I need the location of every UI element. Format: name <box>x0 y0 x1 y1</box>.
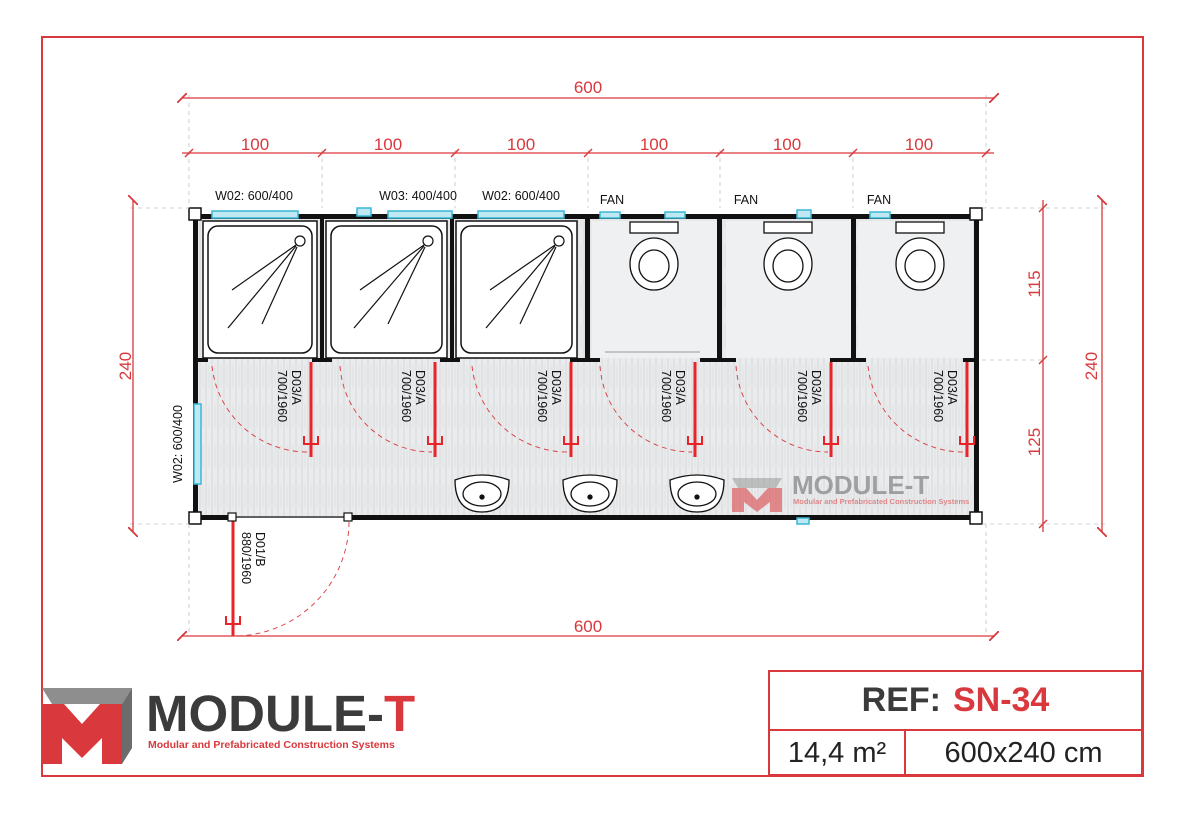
dim-overall-bottom: 600 <box>574 617 602 636</box>
fan-label-3: FAN <box>867 193 891 207</box>
title-block-specs-row: 14,4 m² 600x240 cm <box>770 731 1141 776</box>
window-label-1: W02: 600/400 <box>215 189 293 203</box>
ref-label: REF: <box>861 681 941 719</box>
drawing-frame <box>41 36 1144 777</box>
dimension-lines <box>133 98 1102 636</box>
svg-text:D03/A: D03/A <box>673 370 687 405</box>
door-label-entrance: D01/B 880/1960 <box>239 532 267 584</box>
svg-text:700/1960: 700/1960 <box>659 370 673 422</box>
window-markers <box>193 207 891 525</box>
washbasin-icons <box>454 474 725 513</box>
svg-text:700/1960: 700/1960 <box>795 370 809 422</box>
dim-module-1: 100 <box>241 135 269 154</box>
watermark-logo-icon <box>732 478 782 512</box>
svg-text:700/1960: 700/1960 <box>931 370 945 422</box>
dim-height-upper: 115 <box>1025 270 1044 297</box>
interior-doors <box>231 362 969 636</box>
shower-head-icons <box>227 235 565 329</box>
area-value: 14,4 m² <box>770 731 906 776</box>
watermark: MODULE-T Modular and Prefabricated Const… <box>732 470 969 512</box>
svg-text:700/1960: 700/1960 <box>275 370 289 422</box>
watermark-tagline: Modular and Prefabricated Construction S… <box>793 497 969 506</box>
entrance-door-frame <box>227 512 353 522</box>
toilet-icons <box>629 221 945 291</box>
svg-text:D01/B: D01/B <box>253 532 267 567</box>
svg-text:700/1960: 700/1960 <box>535 370 549 422</box>
window-label-2: W03: 400/400 <box>379 189 457 203</box>
door-label-4: D03/A 700/1960 <box>659 370 687 422</box>
dim-module-2: 100 <box>374 135 402 154</box>
window-label-3: W02: 600/400 <box>482 189 560 203</box>
ref-value: SN-34 <box>952 681 1050 719</box>
door-handle-icons <box>225 436 975 630</box>
door-label-2: D03/A 700/1960 <box>399 370 427 422</box>
fan-label-1: FAN <box>600 193 624 207</box>
size-value: 600x240 cm <box>944 737 1103 769</box>
partition-walls <box>198 219 975 362</box>
svg-text:D03/A: D03/A <box>549 370 563 405</box>
svg-text:700/1960: 700/1960 <box>399 370 413 422</box>
logo-wordmark: MODULE-T <box>146 688 415 739</box>
dimension-ticks <box>184 148 1048 529</box>
dim-height-right: 240 <box>1082 352 1101 380</box>
dim-module-4: 100 <box>640 135 668 154</box>
watermark-brand: MODULE-T <box>792 470 929 500</box>
window-label-side: W02: 600/400 <box>171 405 185 483</box>
logo-wordmark-main: MODULE- <box>146 685 384 742</box>
svg-text:880/1960: 880/1960 <box>239 532 253 584</box>
fan-label-2: FAN <box>734 193 758 207</box>
dim-module-6: 100 <box>905 135 933 154</box>
svg-text:D03/A: D03/A <box>413 370 427 405</box>
outer-walls <box>193 214 979 520</box>
logo-wordmark-t: T <box>383 685 416 742</box>
svg-text:D03/A: D03/A <box>945 370 959 405</box>
title-block: REF: SN-34 14,4 m² 600x240 cm <box>768 670 1143 776</box>
title-block-ref-row: REF: SN-34 <box>770 672 1141 731</box>
dim-module-5: 100 <box>773 135 801 154</box>
door-label-3: D03/A 700/1960 <box>535 370 563 422</box>
logo-tagline: Modular and Prefabricated Construction S… <box>148 739 395 751</box>
extension-lines <box>130 95 1105 636</box>
door-label-1: D03/A 700/1960 <box>275 370 303 422</box>
door-label-6: D03/A 700/1960 <box>931 370 959 422</box>
shower-cabins <box>202 220 578 359</box>
logo-icon <box>42 688 132 764</box>
dim-module-3: 100 <box>507 135 535 154</box>
dim-height-left: 240 <box>116 352 135 380</box>
dim-overall-top: 600 <box>574 78 602 97</box>
door-label-5: D03/A 700/1960 <box>795 370 823 422</box>
svg-text:D03/A: D03/A <box>289 370 303 405</box>
svg-text:D03/A: D03/A <box>809 370 823 405</box>
corner-posts <box>188 207 983 525</box>
dim-height-lower: 125 <box>1025 428 1044 456</box>
